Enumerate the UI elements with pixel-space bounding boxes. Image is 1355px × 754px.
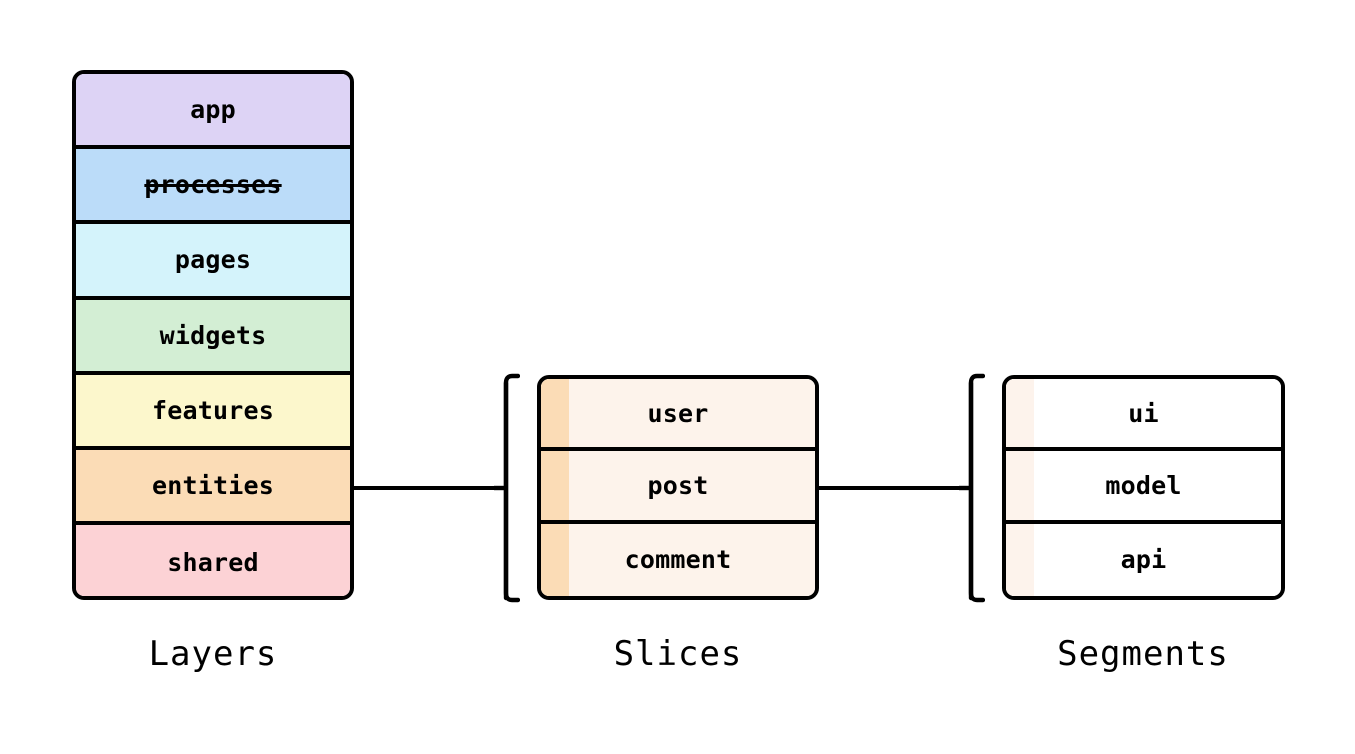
row-stripe [541, 379, 569, 448]
layer-row-widgets[interactable]: widgets [76, 299, 350, 375]
layer-row-shared[interactable]: shared [76, 525, 350, 596]
slice-row-comment[interactable]: comment [541, 523, 815, 596]
layer-label-features: features [151, 395, 274, 425]
layer-label-shared: shared [167, 548, 259, 578]
slices-stack: user post comment [537, 375, 819, 600]
layer-row-pages[interactable]: pages [76, 224, 350, 300]
slice-row-user[interactable]: user [541, 379, 815, 452]
slices-bracket-icon [494, 372, 521, 604]
segment-label-api: api [1120, 545, 1167, 575]
connector-layers-to-slices [354, 486, 504, 490]
layer-label-pages: pages [174, 245, 252, 275]
layers-stack: app processes pages widgets features ent… [72, 70, 354, 600]
row-stripe [1006, 379, 1034, 448]
layer-label-widgets: widgets [159, 320, 267, 350]
layer-label-entities: entities [151, 471, 274, 501]
layer-label-app: app [190, 95, 236, 125]
layer-row-processes[interactable]: processes [76, 149, 350, 225]
segment-label-ui: ui [1128, 398, 1159, 428]
segments-stack: ui model api [1002, 375, 1285, 600]
layer-label-processes: processes [144, 170, 282, 200]
row-stripe [541, 523, 569, 596]
segment-row-ui[interactable]: ui [1006, 379, 1281, 452]
connector-slices-to-segments [819, 486, 969, 490]
layer-row-app[interactable]: app [76, 74, 350, 150]
row-stripe [1006, 523, 1034, 596]
caption-slices: Slices [613, 634, 743, 674]
segments-bracket-icon [959, 372, 986, 604]
layer-row-entities[interactable]: entities [76, 449, 350, 526]
slice-label-comment: comment [624, 545, 732, 575]
layer-row-features[interactable]: features [76, 374, 350, 450]
slice-row-post[interactable]: post [541, 451, 815, 524]
row-stripe [1006, 451, 1034, 520]
caption-layers: Layers [148, 634, 278, 674]
segment-row-api[interactable]: api [1006, 523, 1281, 596]
slice-label-user: user [647, 398, 709, 428]
segment-label-model: model [1105, 470, 1182, 500]
caption-segments: Segments [1057, 634, 1229, 674]
row-stripe [541, 451, 569, 520]
segment-row-model[interactable]: model [1006, 451, 1281, 524]
slice-label-post: post [647, 470, 709, 500]
